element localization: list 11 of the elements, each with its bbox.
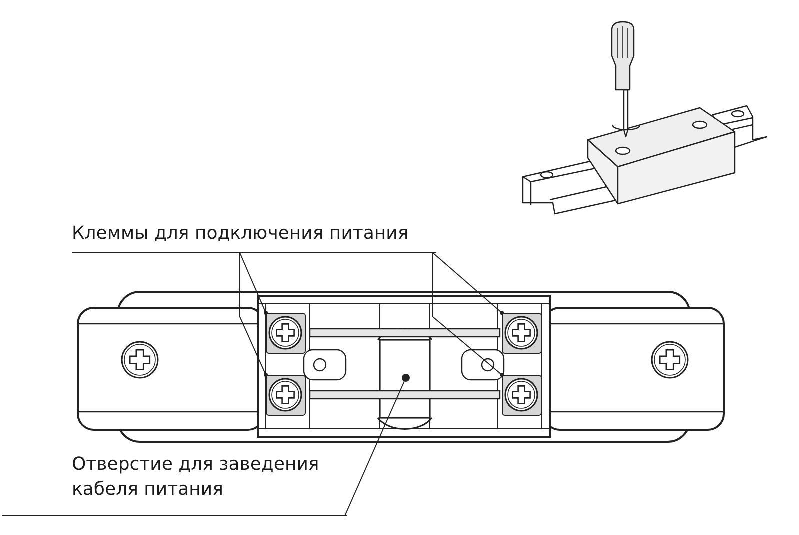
terminal-block xyxy=(266,313,306,354)
leader-line xyxy=(344,381,405,516)
leader-line xyxy=(240,252,268,377)
terminal-block xyxy=(266,375,306,416)
leader-line xyxy=(432,252,504,315)
terminal-block xyxy=(502,375,542,416)
callout-label: Отверстие для заведения кабеля питания xyxy=(2,452,347,516)
leader-line xyxy=(432,252,504,377)
terminal-block xyxy=(502,313,542,354)
callout-label: Клеммы для подключения питания xyxy=(72,221,436,253)
leader-line xyxy=(240,252,268,315)
